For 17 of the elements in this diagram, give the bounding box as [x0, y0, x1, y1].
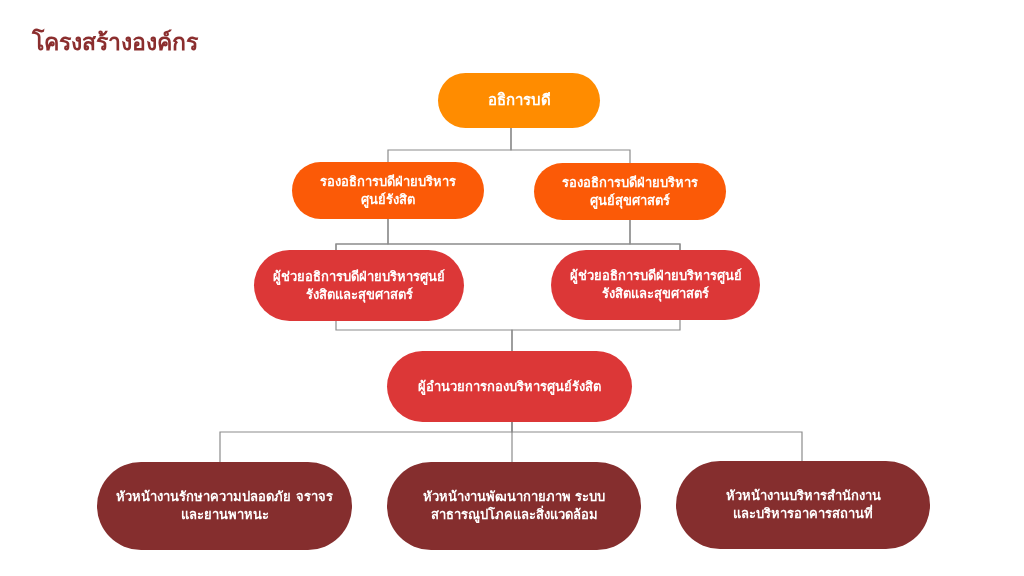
connector-line — [511, 421, 803, 462]
page-title: โครงสร้างองค์กร — [32, 28, 198, 57]
position-title: ผู้ช่วยอธิการบดีฝ่ายบริหารศูนย์รังสิตและสุขศาสตร์ — [568, 267, 743, 303]
position-title: อธิการบดี — [487, 90, 551, 111]
position-title: ผู้อำนวยการกองบริหารศูนย์รังสิต — [418, 377, 601, 396]
position-title: รองอธิการบดีฝ่ายบริหารศูนย์สุขศาสตร์ — [561, 173, 699, 210]
position-title: หัวหน้างานพัฒนากายภาพ ระบบสาธารณูปโภคและสิ่งแวดล้อม — [421, 488, 607, 524]
position-title: รองอธิการบดีฝ่ายบริหารศูนย์รังสิต — [319, 172, 457, 209]
rounded-box — [534, 163, 726, 220]
position-title: หัวหน้างานบริหารสำนักงานและบริหารอาคารสถานที่ — [724, 487, 882, 523]
rounded-box — [292, 162, 484, 219]
position-title: ผู้ช่วยอธิการบดีฝ่ายบริหารศูนย์รังสิตและสุขศาสตร์ — [272, 267, 446, 304]
rounded-box — [438, 73, 600, 128]
connector-line — [510, 127, 631, 164]
connector-line — [511, 319, 681, 352]
position-title: หัวหน้างานรักษาความปลอดภัย จราจรและยานพาหนะ — [115, 488, 334, 524]
connector-line — [629, 219, 681, 251]
